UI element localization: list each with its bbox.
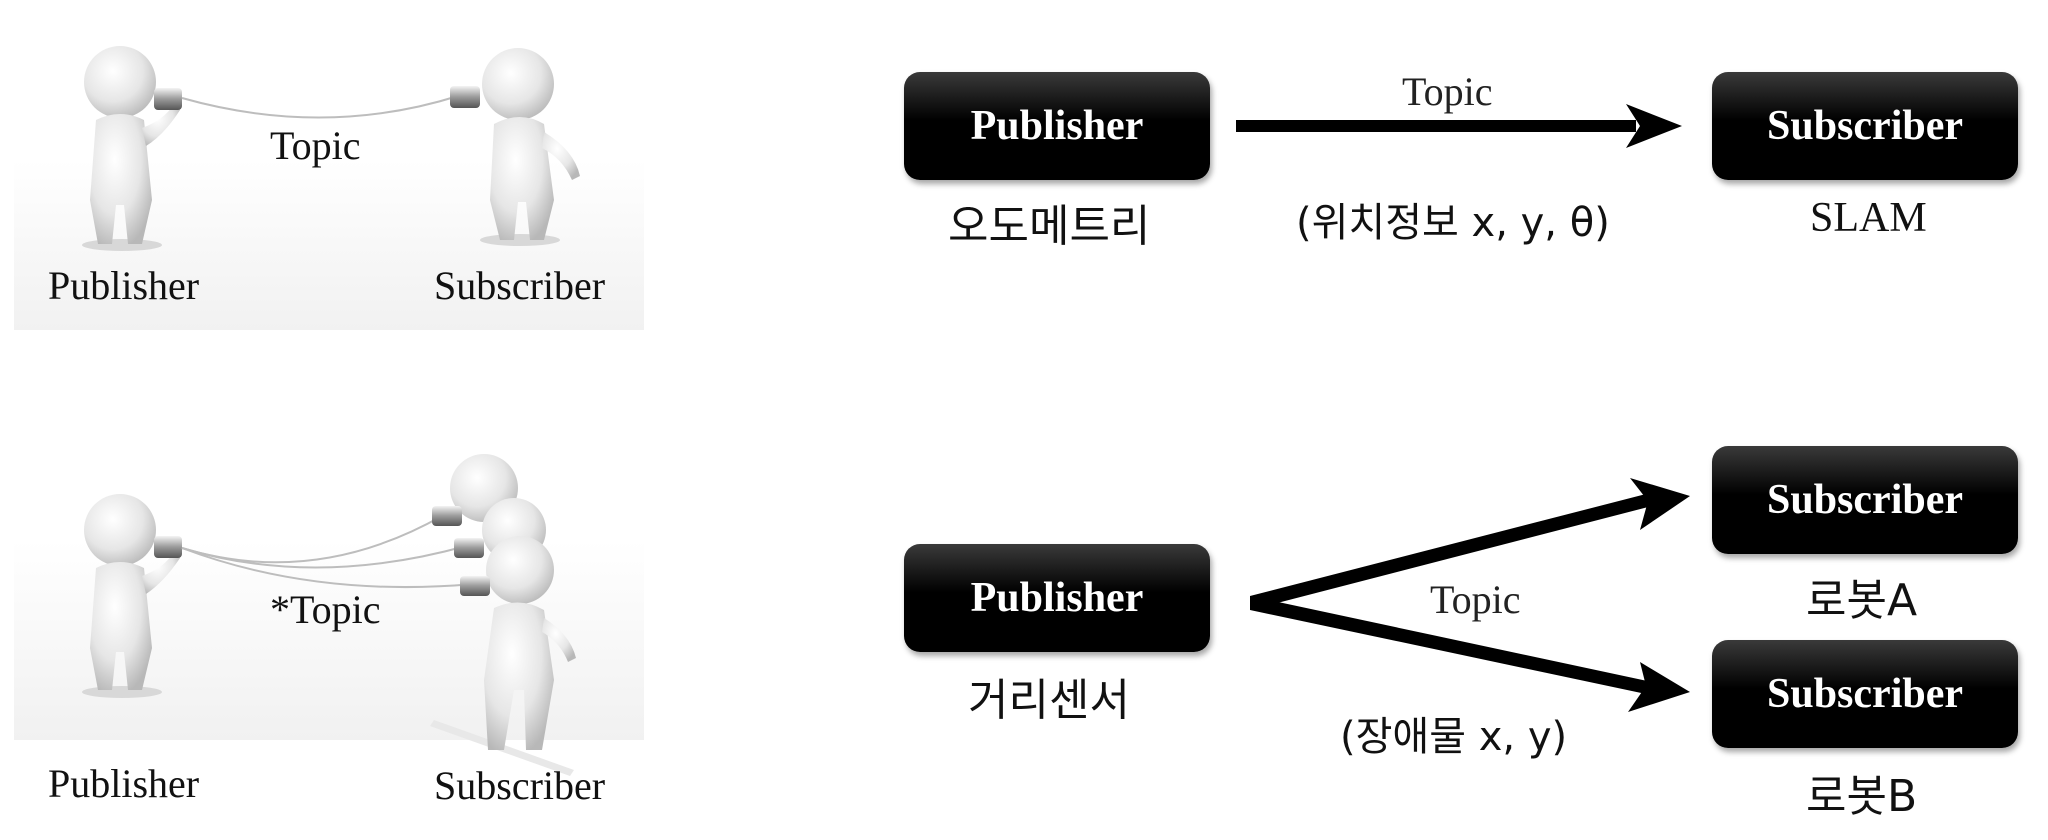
subscriber-name-slam: SLAM bbox=[1810, 195, 1927, 241]
topic-arrow-top bbox=[1236, 104, 1682, 148]
illustration-subscriber-label: Subscriber bbox=[434, 263, 606, 308]
illustration-one-to-one: Topic Publisher Subscriber bbox=[14, 0, 654, 330]
message-label-position: (위치정보 x, y, θ) bbox=[1296, 200, 1610, 246]
topic-label-bottom: Topic bbox=[1430, 577, 1521, 622]
publisher-box-distance-sensor: Publisher bbox=[904, 544, 1210, 652]
message-label-obstacle: (장애물 x, y) bbox=[1340, 714, 1568, 760]
subscriber-box-robot-a: Subscriber bbox=[1712, 446, 2018, 554]
topic-label-top: Topic bbox=[1402, 69, 1493, 114]
subscriber-box-slam: Subscriber bbox=[1712, 72, 2018, 180]
publisher-name-odometry: 오도메트리 bbox=[948, 201, 1151, 252]
illustration-topic-label: Topic bbox=[270, 123, 361, 168]
tin-can-phone-illustration bbox=[14, 46, 644, 330]
illustration-one-to-many: *Topic Publisher Subscriber bbox=[14, 420, 654, 808]
subscriber-name-robot-a: 로봇A bbox=[1806, 575, 1918, 626]
subscriber-figures bbox=[430, 454, 576, 776]
topic-arrow-to-robot-b bbox=[1250, 596, 1690, 712]
publisher-figure bbox=[82, 46, 182, 251]
publisher-box-odometry: Publisher bbox=[904, 72, 1210, 180]
subscriber-figure bbox=[450, 48, 580, 246]
topic-arrow-to-robot-a bbox=[1250, 478, 1690, 610]
tin-can-phone-group-illustration bbox=[14, 454, 644, 776]
subscriber-box-robot-b: Subscriber bbox=[1712, 640, 2018, 748]
subscriber-name-robot-b: 로봇B bbox=[1806, 771, 1918, 822]
illustration-topic-label: *Topic bbox=[270, 587, 381, 632]
illustration-publisher-label: Publisher bbox=[48, 761, 200, 806]
publisher-figure bbox=[82, 494, 182, 698]
illustration-publisher-label: Publisher bbox=[48, 263, 200, 308]
illustration-subscriber-label: Subscriber bbox=[434, 763, 606, 808]
publisher-name-distance-sensor: 거리센서 bbox=[968, 675, 1130, 726]
